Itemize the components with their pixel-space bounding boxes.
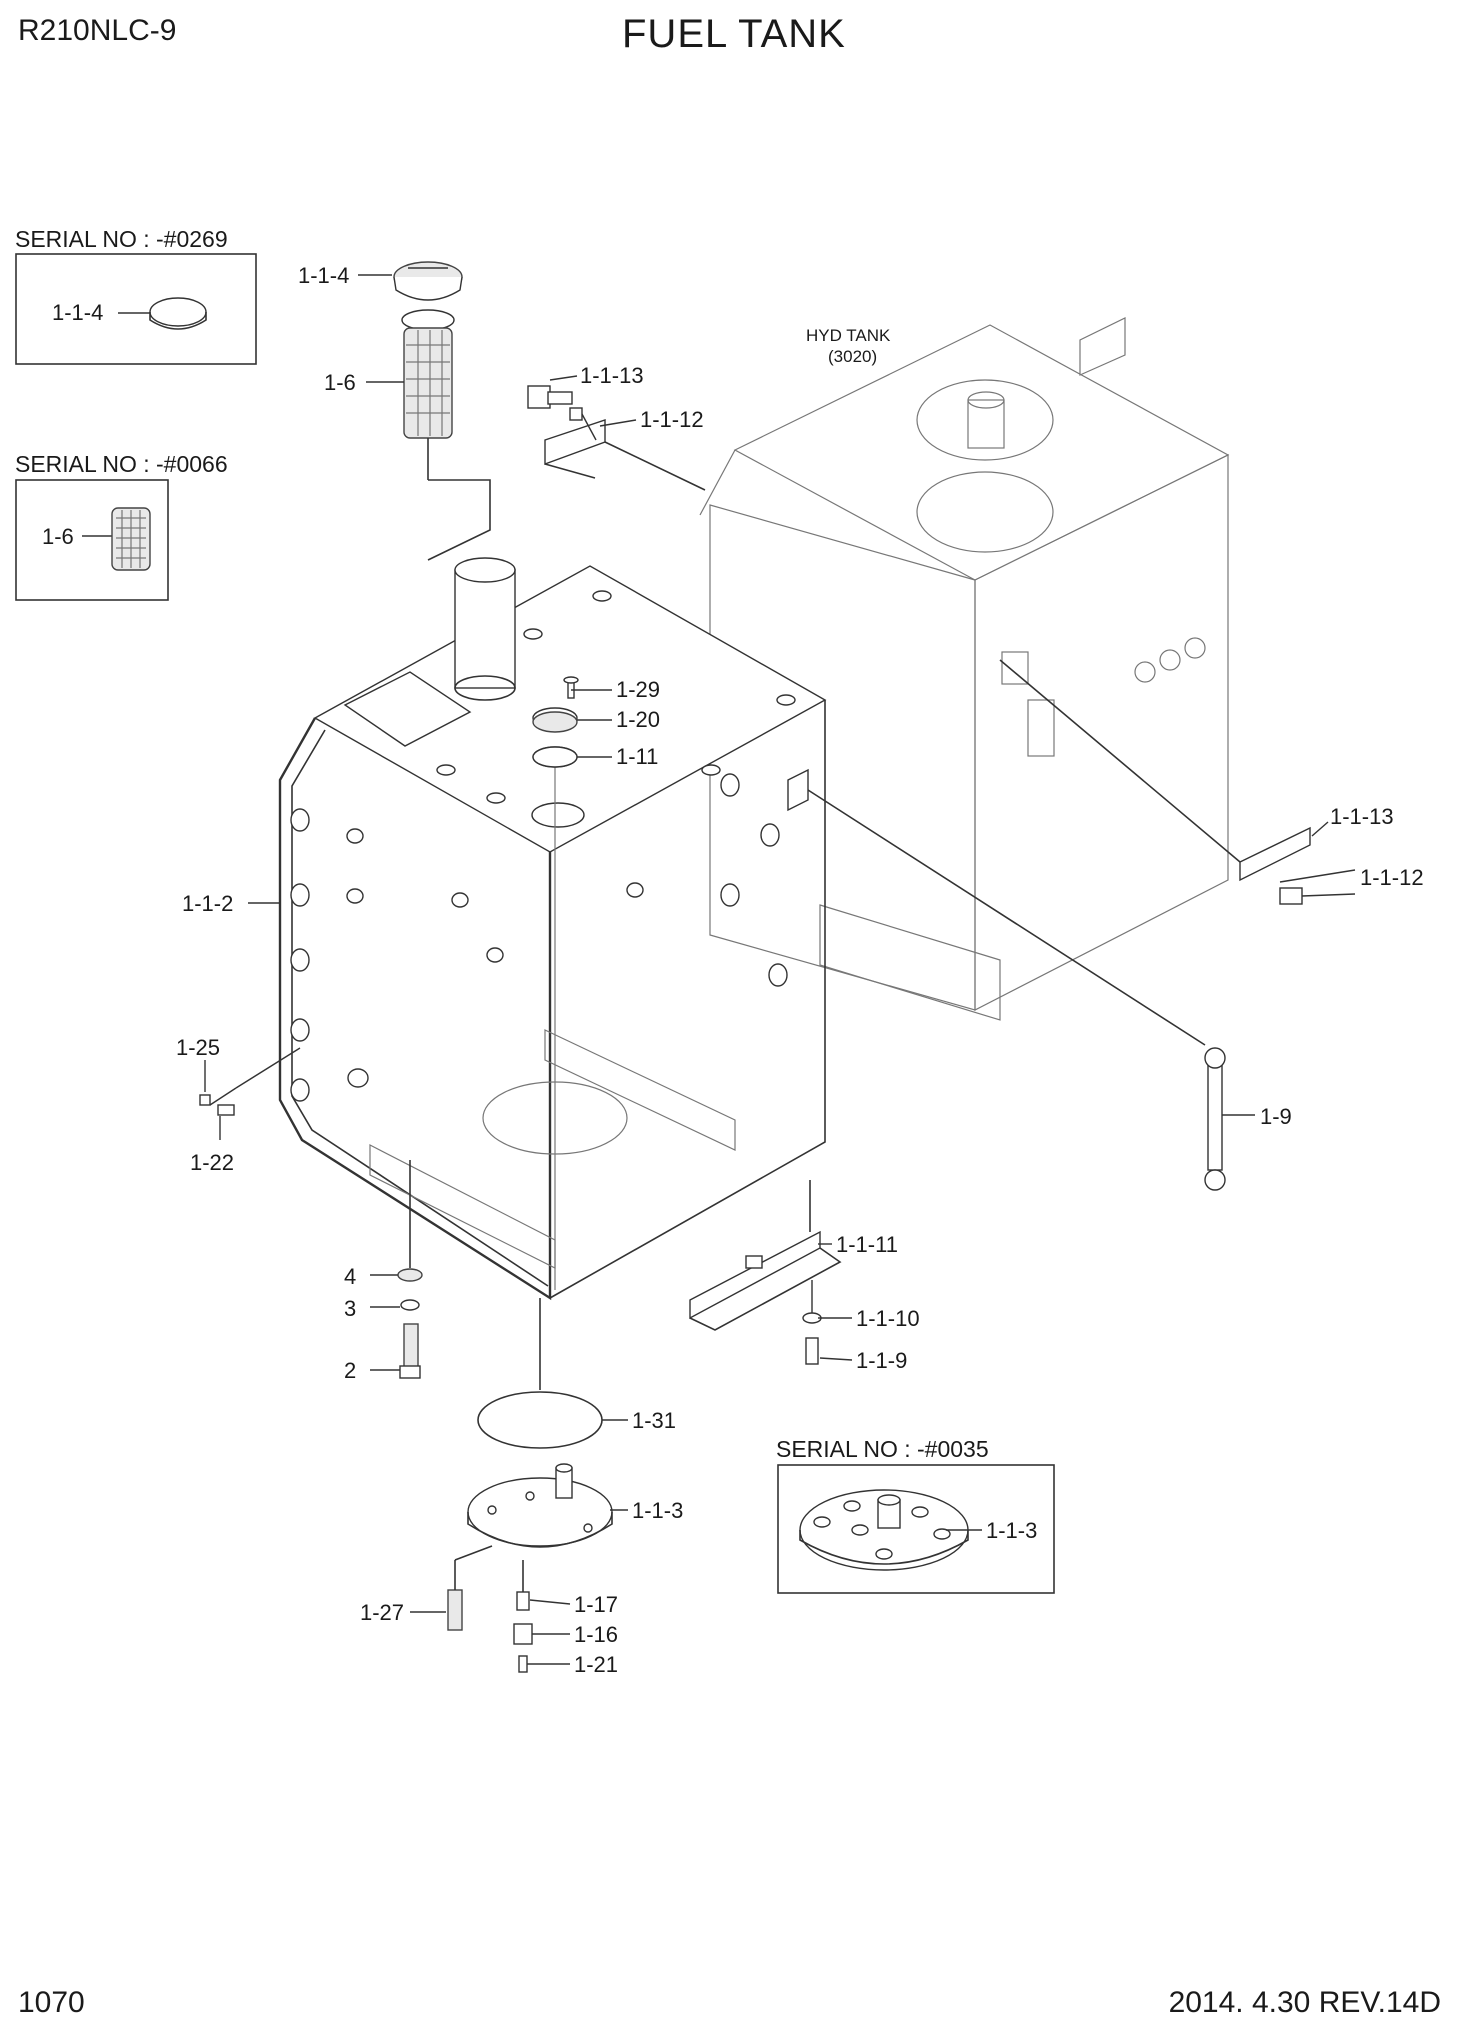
level-sensor — [787, 768, 1255, 1191]
hyd-tank-ref: (3020) — [828, 347, 877, 366]
right-bracket — [999, 659, 1356, 905]
callout-label: 1-1-4 — [298, 263, 349, 288]
page-title: FUEL TANK — [622, 12, 846, 56]
callout-label: 1-1-12 — [640, 407, 704, 432]
bottom-bracket — [689, 1180, 853, 1365]
callout-label: 1-27 — [360, 1600, 404, 1625]
callout-label: 1-1-2 — [182, 891, 233, 916]
callout-label: 1-1-9 — [856, 1348, 907, 1373]
model-number: R210NLC-9 — [18, 14, 177, 47]
inset-serial-0269: SERIAL NO : -#0269 1-1-4 — [15, 226, 257, 365]
callout-label: 3 — [344, 1296, 356, 1321]
revision-date: 2014. 4.30 REV.14D — [1168, 1986, 1441, 2019]
callout-label: 4 — [344, 1264, 356, 1289]
callout-label: 1-11 — [616, 744, 658, 769]
callout-label: 1-1-4 — [52, 300, 103, 325]
gauge-parts — [532, 676, 612, 768]
callout-label: 1-25 — [176, 1035, 220, 1060]
callout-label: 1-20 — [616, 707, 660, 732]
bolt-stack — [370, 1160, 423, 1379]
inset-serial-0066: SERIAL NO : -#0066 1-6 — [15, 451, 228, 601]
fuel-cap — [393, 261, 463, 301]
hyd-tank: HYD TANK (3020) — [699, 317, 1230, 1021]
breather-fitting — [527, 385, 706, 491]
page-number: 1070 — [18, 1986, 85, 2019]
inset-title: SERIAL NO : -#0066 — [15, 451, 228, 477]
inset-title: SERIAL NO : -#0035 — [776, 1436, 989, 1462]
callout-label: 1-6 — [42, 524, 74, 549]
callout-label: 1-31 — [632, 1408, 676, 1433]
callout-label: 1-16 — [574, 1622, 618, 1647]
drain-assembly — [410, 1298, 628, 1673]
fuel-tank — [278, 557, 827, 1301]
inset-serial-0035: SERIAL NO : -#0035 1-1-3 — [776, 1436, 1055, 1594]
callouts: 1-1-4 1-6 1-1-13 1-1-12 1-29 1-20 1-11 1… — [176, 263, 1424, 1677]
callout-label: 1-29 — [616, 677, 660, 702]
drain-side-fittings — [199, 1047, 301, 1140]
callout-label: 1-22 — [190, 1150, 234, 1175]
inset-title: SERIAL NO : -#0269 — [15, 226, 228, 252]
strainer — [401, 309, 491, 561]
callout-label: 1-6 — [324, 370, 356, 395]
callout-label: 1-1-13 — [1330, 804, 1394, 829]
callout-label: 2 — [344, 1358, 356, 1383]
callout-label: 1-1-13 — [580, 363, 644, 388]
callout-label: 1-1-10 — [856, 1306, 920, 1331]
callout-label: 1-21 — [574, 1652, 618, 1677]
callout-label: 1-1-11 — [836, 1232, 898, 1257]
callout-label: 1-17 — [574, 1592, 618, 1617]
callout-label: 1-1-3 — [986, 1518, 1037, 1543]
callout-label: 1-1-12 — [1360, 865, 1424, 890]
callout-label: 1-1-3 — [632, 1498, 683, 1523]
hyd-tank-label: HYD TANK — [806, 326, 891, 345]
callout-label: 1-9 — [1260, 1104, 1292, 1129]
